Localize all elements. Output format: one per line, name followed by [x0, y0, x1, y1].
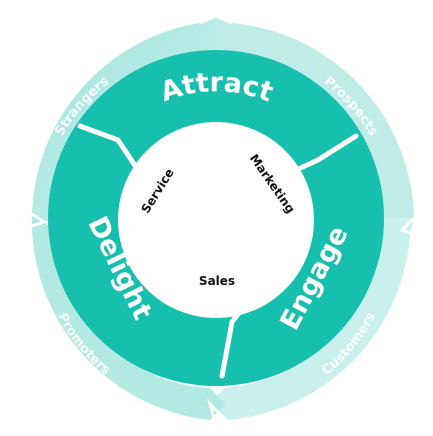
seam-attract-delight	[77, 123, 141, 173]
seam-attract-engage	[293, 133, 359, 173]
center-label-sales: Sales	[199, 274, 235, 288]
center-hub	[118, 122, 314, 318]
